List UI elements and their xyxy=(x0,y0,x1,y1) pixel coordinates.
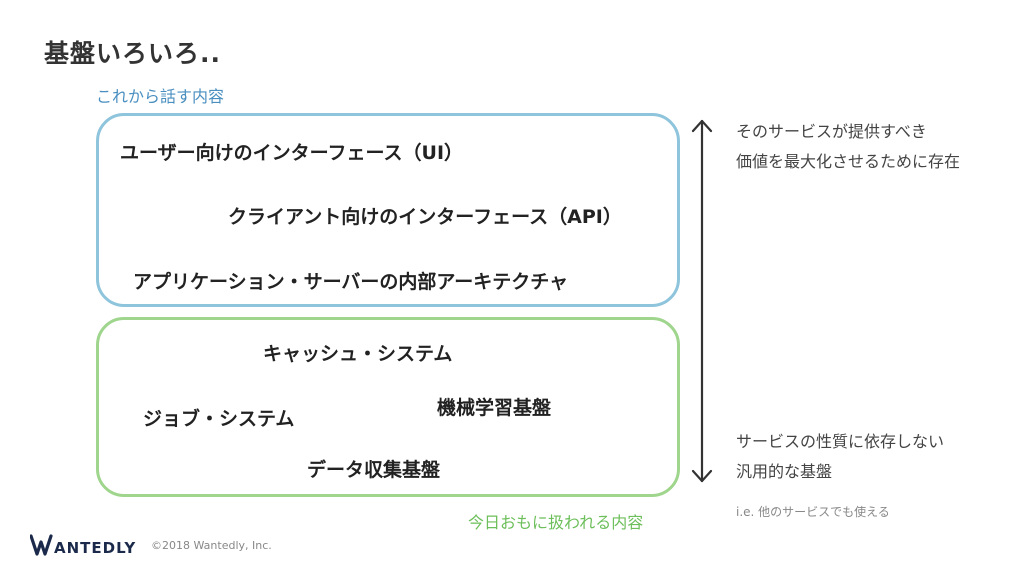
app-value-note-line1: そのサービスが提供すべき xyxy=(736,122,927,141)
app-server-architecture-item: アプリケーション・サーバーの内部アーキテクチャ xyxy=(133,271,569,293)
copyright-text: ©2018 Wantedly, Inc. xyxy=(151,539,272,552)
example-note: i.e. 他のサービスでも使える xyxy=(736,505,890,519)
ui-layer-item: ユーザー向けのインターフェース（UI） xyxy=(120,142,464,164)
app-value-note-line2: 価値を最大化させるために存在 xyxy=(736,152,961,171)
api-layer-item: クライアント向けのインターフェース（API） xyxy=(228,206,622,228)
generic-platform-note-line1: サービスの性質に依存しない xyxy=(736,432,945,451)
page-title: 基盤いろいろ.. xyxy=(44,39,221,68)
wantedly-logo: ANTEDLY xyxy=(30,534,136,557)
today-scope-label: 今日おもに扱われる内容 xyxy=(468,513,644,532)
data-collection-platform-item: データ収集基盤 xyxy=(307,459,441,481)
cache-system-item: キャッシュ・システム xyxy=(263,343,453,365)
app-value-note: そのサービスが提供すべき 価値を最大化させるために存在 xyxy=(736,117,960,177)
double-headed-vertical-arrow-icon xyxy=(691,119,713,483)
job-system-item: ジョブ・システム xyxy=(143,408,295,430)
talk-scope-label: これから話す内容 xyxy=(96,87,225,106)
generic-platform-note-line2: 汎用的な基盤 xyxy=(736,462,833,481)
app-specific-group-box xyxy=(96,113,680,307)
svg-text:ANTEDLY: ANTEDLY xyxy=(54,539,136,557)
ml-platform-item: 機械学習基盤 xyxy=(437,397,552,419)
shared-infrastructure-group-box xyxy=(96,317,680,497)
generic-platform-note: サービスの性質に依存しない 汎用的な基盤 xyxy=(736,427,944,487)
